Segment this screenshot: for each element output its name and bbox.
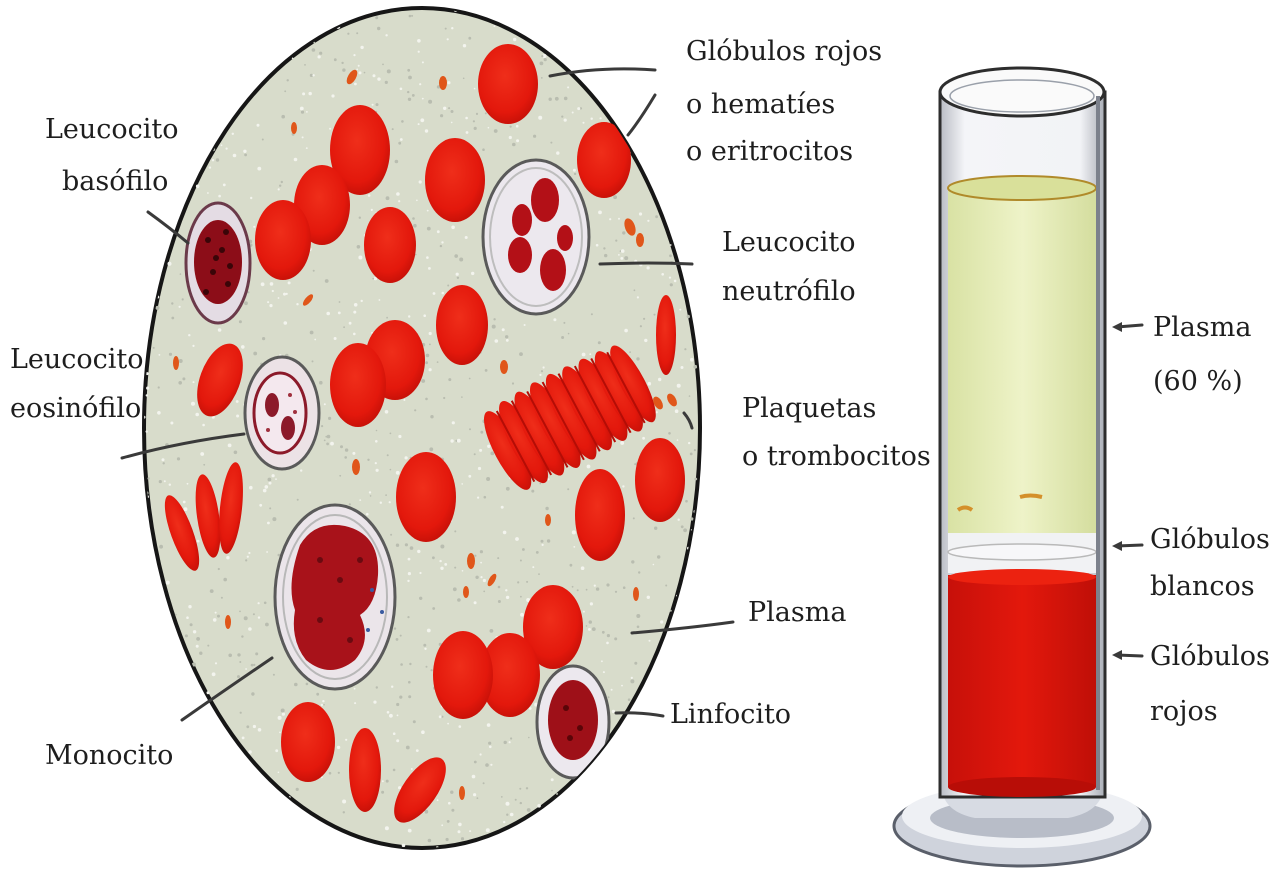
label-plasma-tube: Plasma (60 %) [1153, 312, 1260, 397]
label-leucocito-basofilo: Leucocito basófilo [45, 114, 187, 197]
plasma-layer [948, 176, 1097, 533]
test-tube [894, 68, 1150, 866]
label-plasma-smear: Plasma [748, 597, 846, 628]
lymphocyte-cell [537, 666, 609, 778]
label-leucocito-eosinofilo: Leucocito eosinófilo [10, 344, 152, 424]
neutrophil-cell [483, 160, 589, 314]
tube-leader-lines [1112, 322, 1142, 660]
red-cell-layer [948, 569, 1097, 797]
basophil-cell [186, 203, 250, 323]
monocyte-cell [275, 505, 395, 689]
eosinophil-cell [245, 357, 319, 469]
label-monocito: Monocito [45, 740, 173, 771]
label-globulos-rojos: Glóbulos rojos o hematíes o eritrocitos [686, 36, 891, 167]
label-plaquetas: Plaquetas o trombocitos [742, 393, 931, 472]
label-linfocito: Linfocito [670, 699, 791, 730]
label-leucocito-neutrofilo: Leucocito neutrófilo [722, 227, 864, 307]
label-globulos-rojos-tube: Glóbulos rojos [1150, 641, 1272, 727]
blood-smear-view [143, 7, 701, 849]
label-globulos-blancos: Glóbulos blancos [1150, 524, 1272, 602]
